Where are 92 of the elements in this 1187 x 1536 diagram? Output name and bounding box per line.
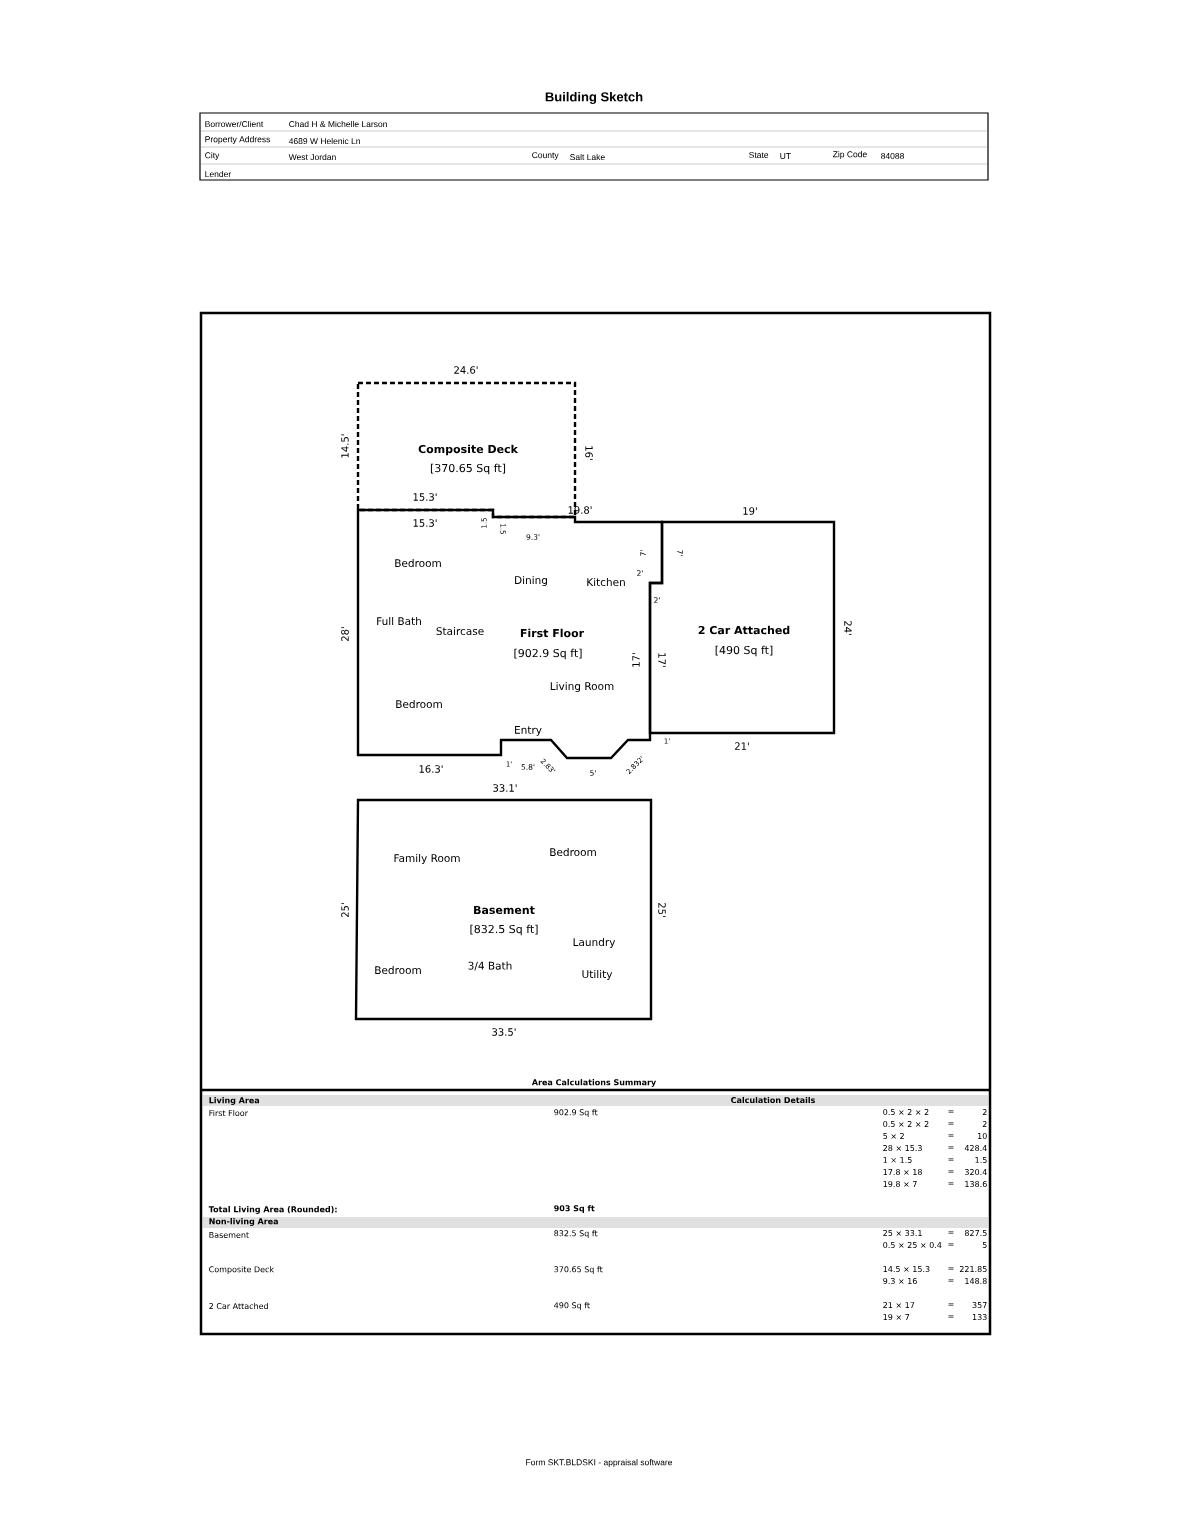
table-text: =: [948, 1279, 954, 1282]
table-text: Total Living Area (Rounded):: [208, 1206, 337, 1214]
table-text: 2 Car Attached: [209, 1302, 268, 1310]
room-label: Living Room: [550, 681, 614, 693]
dimension-label: 15.3': [413, 493, 437, 501]
table-text: 827.5: [964, 1230, 987, 1237]
field-value: 4689 W Helenic Ln: [288, 137, 360, 145]
table-text: =: [948, 1170, 954, 1173]
table-text: 10: [978, 1133, 987, 1140]
table-text: =: [948, 1146, 954, 1149]
table-text: 19 × 7: [883, 1314, 910, 1321]
table-text: Area Calculations Summary: [531, 1079, 657, 1087]
table-text: =: [948, 1243, 954, 1246]
table-text: 17.8 × 18: [883, 1169, 922, 1176]
room-label: Entry: [515, 726, 542, 736]
table-text: 0.5 × 25 × 0.4: [883, 1242, 942, 1249]
table-text: 370.65 Sq ft: [554, 1266, 603, 1274]
table-text: =: [948, 1303, 954, 1306]
table-text: 0.5 × 2 × 2: [883, 1109, 929, 1116]
field-value: 84088: [881, 153, 904, 159]
table-text: Basement: [209, 1232, 249, 1238]
table-text: Calculation Details: [731, 1096, 815, 1104]
table-text: =: [948, 1182, 954, 1185]
dimension-label: 24': [844, 621, 852, 635]
table-text: 1.5: [975, 1157, 987, 1163]
table-text: =: [948, 1122, 954, 1125]
table-text: 2: [982, 1109, 987, 1115]
table-text: 9.3 × 16: [883, 1278, 917, 1285]
table-text: Composite Deck: [209, 1266, 274, 1274]
room-label: Bedroom: [375, 965, 421, 975]
field-label: State: [749, 152, 769, 158]
field-label: Property Address: [205, 136, 271, 144]
table-text: =: [948, 1231, 954, 1234]
dimension-label: 33.1': [493, 784, 517, 792]
table-text: 5: [982, 1242, 987, 1248]
dimension-label: 16.3': [419, 765, 443, 773]
table-text: 320.4: [965, 1169, 987, 1176]
table-text: =: [948, 1134, 954, 1137]
table-text: 14.5 × 15.3: [883, 1266, 930, 1273]
table-text: 221.85: [959, 1266, 987, 1273]
table-text: 21 × 17: [883, 1302, 915, 1308]
field-label: City: [205, 152, 220, 160]
field-label: Borrower/Client: [205, 120, 264, 128]
room-label: Bedroom: [550, 847, 596, 857]
table-text: 357: [972, 1302, 987, 1309]
table-text: =: [948, 1267, 954, 1270]
field-value: UT: [780, 153, 791, 159]
table-text: 1 × 1.5: [883, 1157, 912, 1163]
table-text: 2: [982, 1121, 987, 1127]
table-text: 148.8: [965, 1278, 987, 1285]
field-value: West Jordan: [288, 153, 336, 161]
table-text: 832.5 Sq ft: [554, 1230, 598, 1238]
table-text: 28 × 15.3: [883, 1145, 922, 1152]
field-value: Chad H & Michelle Larson: [289, 120, 387, 128]
room-label: Staircase: [436, 626, 484, 636]
table-text: First Floor: [209, 1109, 248, 1117]
room-label: Laundry: [573, 937, 616, 949]
field-label: County: [532, 152, 559, 160]
room-label: Dining: [515, 575, 547, 587]
room-label: Bedroom: [396, 699, 442, 709]
room-label: Full Bath: [377, 616, 421, 626]
table-text: Non-living Area: [209, 1218, 278, 1226]
room-label: 3/4 Bath: [468, 961, 512, 971]
table-text: 428.4: [964, 1145, 987, 1152]
table-text: 19.8 × 7: [883, 1181, 917, 1188]
dimension-label: 17': [632, 653, 640, 667]
dimension-label: 15.3': [413, 519, 437, 527]
table-text: 133: [972, 1314, 987, 1321]
table-text: 490 Sq ft: [554, 1302, 590, 1310]
field-value: Salt Lake: [570, 153, 605, 161]
room-label: Bedroom: [395, 558, 441, 568]
room-label: Family Room: [394, 853, 460, 865]
table-text: 902.9 Sq ft: [554, 1109, 598, 1117]
dimension-label: 19.8': [568, 506, 592, 514]
footer-text: Form SKT.BLDSKI - appraisal software: [526, 1459, 673, 1467]
table-text: 5 × 2: [883, 1133, 904, 1140]
title: Building Sketch: [545, 91, 643, 105]
field-label: Lender: [205, 170, 231, 178]
field-label: Zip Code: [832, 151, 867, 159]
floor-area: Basement [832.5 Sq ft] Family Room Bedroom Laundry Bedroom 3/4 Bath Utility: [354, 798, 653, 1021]
table-text: Living Area: [209, 1097, 260, 1105]
table-text: =: [948, 1158, 954, 1161]
dimension-label: 16': [585, 446, 593, 460]
table-text: =: [948, 1315, 954, 1318]
room-label: Utility: [582, 969, 613, 981]
table-text: 25 × 33.1: [883, 1230, 922, 1237]
table-text: =: [948, 1110, 954, 1113]
table-text: 138.6: [965, 1181, 987, 1188]
room-label: Kitchen: [587, 577, 625, 587]
table-text: 903 Sq ft: [554, 1205, 595, 1213]
dimension-label: 17': [658, 653, 666, 667]
table-text: 0.5 × 2 × 2: [883, 1121, 929, 1128]
